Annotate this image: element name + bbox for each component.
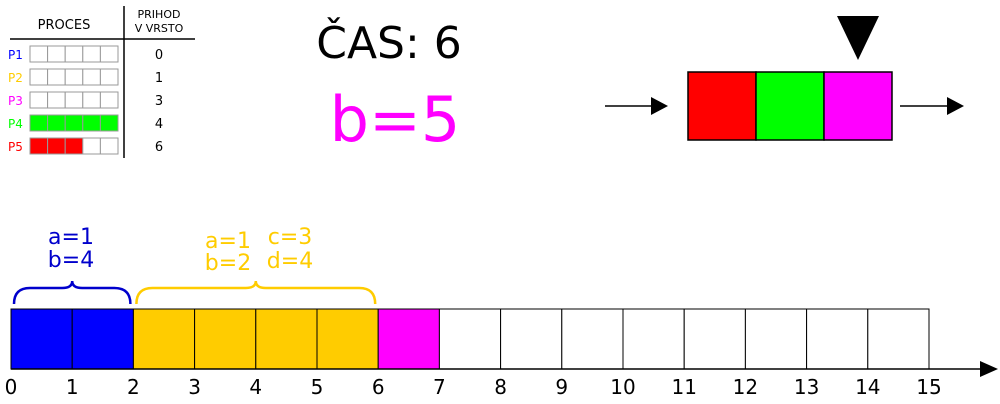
- process-progress-cell: [82, 91, 101, 109]
- process-name-p5: P5: [8, 140, 23, 154]
- brace-label-yellow-c: c=3: [268, 225, 313, 250]
- brace-label-blue-b: b=4: [48, 248, 94, 273]
- timeline-tick-label: 0: [5, 375, 18, 399]
- process-arrival-p3: 3: [155, 94, 163, 109]
- table-rows: P1 0P2 1P3 3P4 4P5 6: [8, 45, 163, 155]
- timeline-tick-label: 6: [372, 375, 385, 399]
- process-name-p1: P1: [8, 48, 23, 62]
- queue-pointer-triangle: [837, 16, 879, 60]
- process-name-p4: P4: [8, 117, 23, 131]
- process-progress-cell: [29, 68, 49, 86]
- timeline-slot: [10, 308, 73, 370]
- timeline-tick-label: 4: [249, 375, 262, 399]
- process-progress-cell: [47, 45, 66, 63]
- timeline-tick-label: 3: [188, 375, 201, 399]
- timeline-tick-label: 1: [66, 375, 79, 399]
- timeline-braces: [12, 280, 377, 305]
- process-progress-cell: [64, 45, 84, 63]
- timeline-tick-label: 10: [610, 375, 635, 399]
- queue-out-arrow-head: [947, 97, 964, 115]
- timeline-slot: [377, 308, 440, 370]
- process-progress-cell: [29, 114, 49, 132]
- timeline-brace: [135, 280, 377, 305]
- queue-cell-p3: [823, 71, 893, 141]
- process-progress-cell: [47, 91, 66, 109]
- timeline-slot: [683, 308, 746, 370]
- timeline-slot: [255, 308, 318, 370]
- process-progress-cell: [99, 68, 119, 86]
- timeline-slot: [316, 308, 379, 370]
- queue-in-arrow-head: [651, 97, 668, 115]
- timeline-slot: [744, 308, 808, 370]
- timeline-slot: [71, 308, 134, 370]
- timeline-tick-label: 14: [855, 375, 880, 399]
- process-progress-cell: [47, 114, 66, 132]
- timeline-slot: [500, 308, 563, 370]
- timeline-slot: [132, 308, 196, 370]
- timeline-tick-label: 8: [494, 375, 507, 399]
- timeline-slot: [438, 308, 502, 370]
- process-name-p3: P3: [8, 94, 23, 108]
- timeline-cells: [10, 308, 930, 370]
- process-progress-cell: [99, 137, 119, 155]
- brace-label-yellow-d: d=4: [267, 249, 313, 274]
- process-table: PROCES PRIHOD V VRSTO P1 0P2 1P3 3P4 4P5 6: [8, 6, 195, 158]
- process-progress-cell: [64, 137, 84, 155]
- time-label: ČAS: 6: [316, 16, 462, 69]
- process-progress-cell: [82, 45, 101, 63]
- timeline-tick-label: 7: [433, 375, 446, 399]
- timeline-slot: [561, 308, 624, 370]
- timeline-slot: [806, 308, 869, 370]
- process-progress-cell: [99, 91, 119, 109]
- process-progress-cell: [47, 137, 66, 155]
- timeline-slot: [622, 308, 685, 370]
- process-progress-cell: [82, 68, 101, 86]
- process-arrival-p2: 1: [155, 71, 163, 86]
- process-progress-cell: [64, 68, 84, 86]
- process-name-p2: P2: [8, 71, 23, 85]
- process-progress-cell: [64, 114, 84, 132]
- timeline-tick-label: 2: [127, 375, 140, 399]
- timeline-tick-label: 5: [311, 375, 324, 399]
- brace-label-yellow-b: b=2: [205, 251, 251, 276]
- timeline-tick-label: 12: [733, 375, 758, 399]
- timeline-tick-label: 9: [555, 375, 568, 399]
- current-burst-label: b=5: [330, 83, 461, 156]
- queue-cell-p4: [755, 71, 825, 141]
- timeline-slot: [194, 308, 257, 370]
- timeline-tick-label: 11: [671, 375, 696, 399]
- table-header-arrival-line1: PRIHOD: [138, 8, 181, 21]
- process-progress-cell: [29, 137, 49, 155]
- brace-labels: a=1 b=4 a=1 b=2 c=3 d=4: [48, 225, 313, 276]
- timeline-tick-label: 15: [916, 375, 941, 399]
- timeline-tick-label: 13: [794, 375, 819, 399]
- process-arrival-p5: 6: [155, 140, 163, 155]
- process-progress-cell: [29, 91, 49, 109]
- timeline-slot: [867, 308, 930, 370]
- brace-label-blue-a: a=1: [48, 225, 94, 250]
- ready-queue: [605, 16, 964, 141]
- table-header-arrival-line2: V VRSTO: [135, 22, 184, 35]
- process-progress-cell: [82, 137, 101, 155]
- table-header-process: PROCES: [38, 18, 91, 33]
- process-progress-cell: [64, 91, 84, 109]
- process-progress-cell: [99, 114, 119, 132]
- timeline-axis-arrow-head: [980, 361, 998, 377]
- brace-label-yellow-a: a=1: [205, 229, 251, 254]
- process-arrival-p4: 4: [155, 117, 163, 132]
- process-progress-cell: [29, 45, 49, 63]
- timeline-brace: [12, 280, 132, 305]
- process-progress-cell: [82, 114, 101, 132]
- process-progress-cell: [99, 45, 119, 63]
- queue-cell-p5: [687, 71, 757, 141]
- queue-cells: [687, 71, 893, 141]
- process-progress-cell: [47, 68, 66, 86]
- process-arrival-p1: 0: [155, 48, 163, 63]
